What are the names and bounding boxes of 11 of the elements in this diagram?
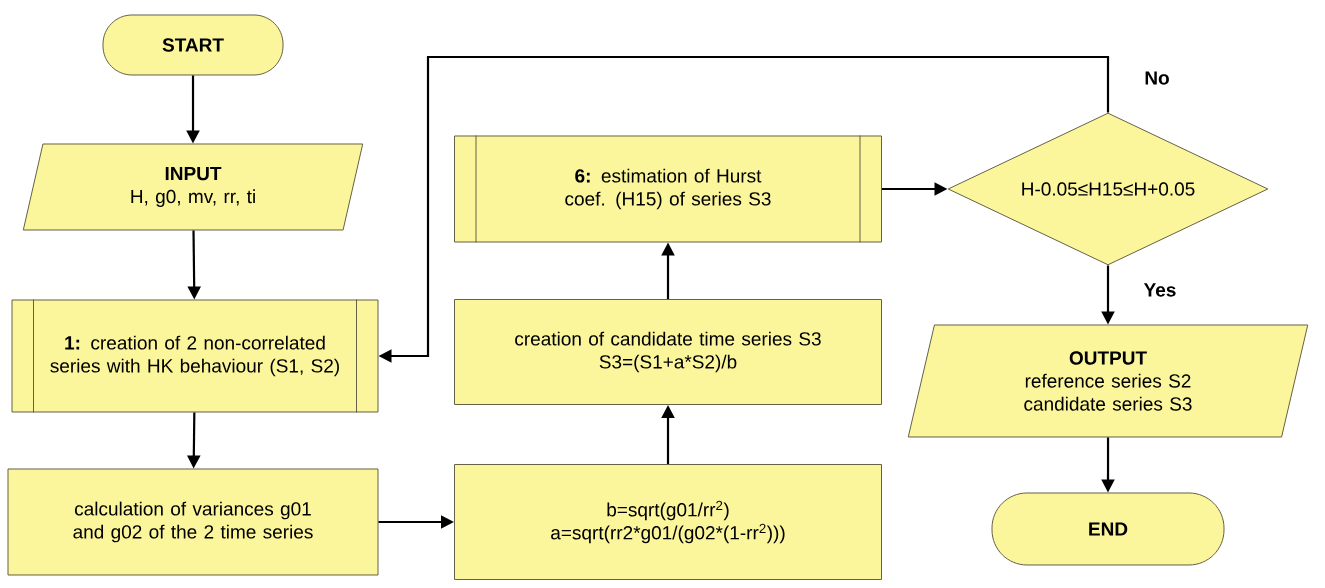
start-terminal: START <box>102 14 284 76</box>
process-box: b=sqrt(g01/rr$^{2}$) a=sqrt(rr2*g01/(g02*(1-rr$^{2}$))) <box>454 464 882 580</box>
edge-label: No <box>1142 69 1172 87</box>
output-parallelogram: OUTPUT reference series S2 candidate series S3 <box>907 324 1309 438</box>
process-box: calculation of variances g01 and g02 of the 2 time series <box>7 468 379 576</box>
process-box: 6: estimation of Hurst coef. (H15) of series S3 <box>454 135 882 243</box>
process-box: creation of candidate time series S3 S3=(S1+a*S2)/b <box>454 299 882 405</box>
edge-label: Yes <box>1141 281 1179 299</box>
end-terminal: END <box>991 492 1225 566</box>
input-parallelogram: INPUT H, g0, mv, rr, ti <box>22 143 364 231</box>
process-box: 1: creation of 2 non-correlated series with HK behaviour (S1, S2) <box>11 299 379 413</box>
